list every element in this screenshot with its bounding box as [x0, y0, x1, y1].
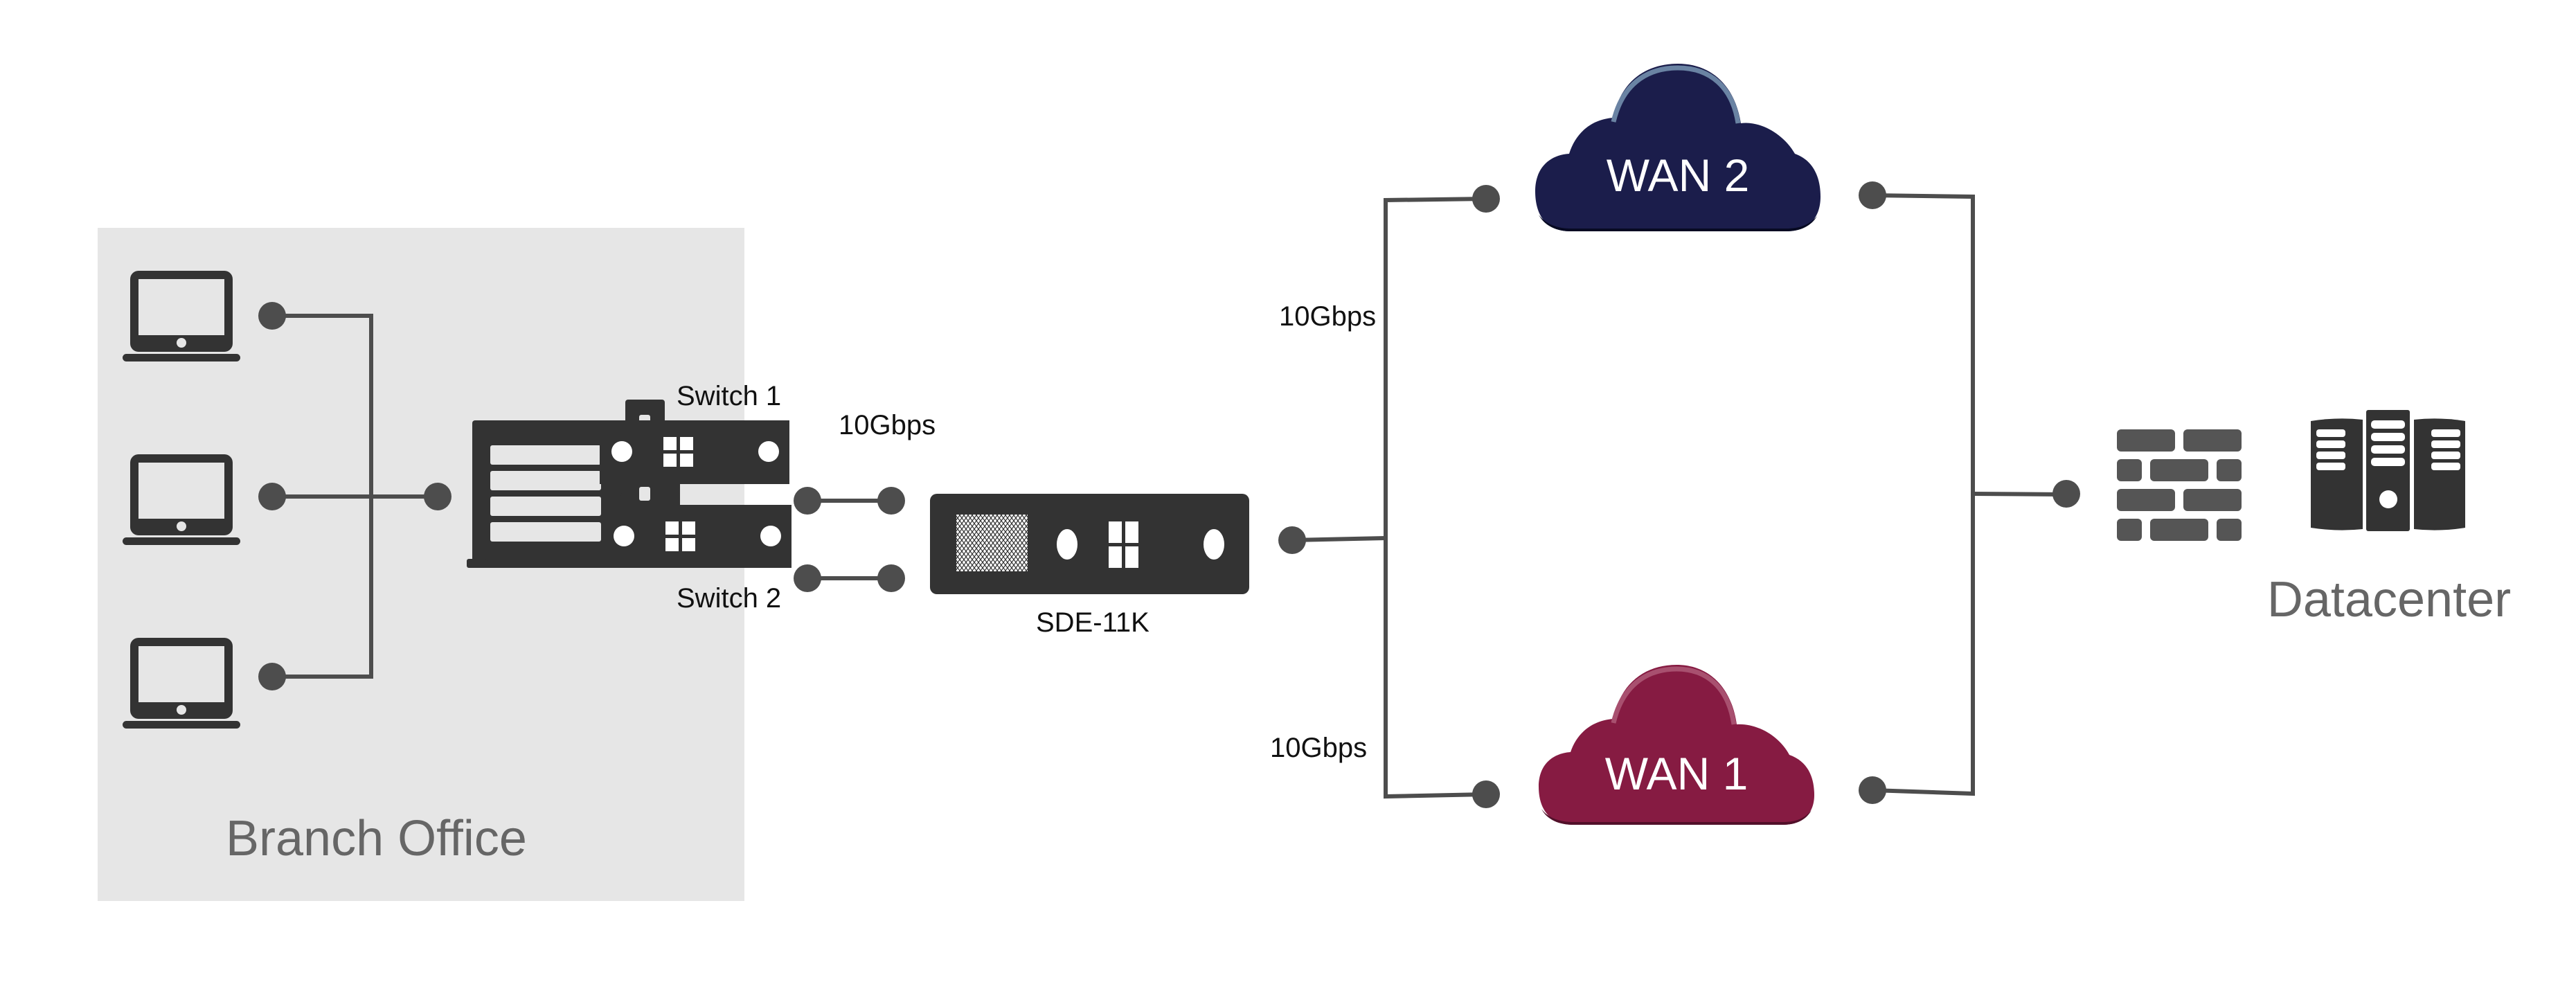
- appliance-label: SDE-11K: [1036, 607, 1150, 638]
- port-node: [258, 663, 286, 690]
- port-node: [1859, 181, 1886, 209]
- cloud-icon: [1539, 665, 1814, 825]
- link-speed-label: 10Gbps: [839, 410, 936, 440]
- laptop-icon[interactable]: [123, 271, 240, 361]
- port-node: [877, 564, 905, 592]
- port-node: [794, 564, 821, 592]
- wan2-label: WAN 2: [1607, 150, 1750, 201]
- switch-2-ports-icon: [665, 521, 695, 551]
- wan1-label: WAN 1: [1605, 748, 1748, 799]
- vent-grille: [956, 515, 1028, 571]
- port-node: [424, 483, 451, 510]
- switch-2-label: Switch 2: [677, 583, 781, 614]
- wan-wiring: 10Gbps 10Gbps: [1270, 181, 2080, 808]
- laptop-icon[interactable]: [123, 454, 240, 545]
- port-node: [1278, 526, 1306, 554]
- cloud-icon: [1535, 64, 1821, 231]
- port-node: [1859, 776, 1886, 804]
- lan-wiring: [258, 302, 451, 690]
- switch-1-ports-icon: [663, 437, 693, 467]
- switch-uplinks: 10Gbps: [794, 410, 936, 592]
- appliance-ports-icon: [1109, 521, 1138, 568]
- switch-1[interactable]: [600, 420, 789, 484]
- switch-stack: Switch 1 Switch 2: [467, 381, 791, 614]
- port-node: [258, 483, 286, 510]
- server-rack-icon[interactable]: [2311, 410, 2465, 531]
- switch-1-label: Switch 1: [677, 381, 781, 411]
- wan1-link-speed-label: 10Gbps: [1270, 733, 1367, 763]
- wan1-cloud[interactable]: WAN 1: [1539, 665, 1814, 825]
- port-node: [1472, 185, 1500, 213]
- laptop-icon[interactable]: [123, 638, 240, 729]
- laptop-group: [123, 271, 240, 729]
- sde-appliance[interactable]: [930, 494, 1249, 594]
- switch-2[interactable]: [602, 505, 791, 568]
- port-node: [2052, 480, 2080, 508]
- datacenter-label: Datacenter: [2267, 572, 2511, 627]
- wan2-link-speed-label: 10Gbps: [1279, 301, 1376, 332]
- wan2-cloud[interactable]: WAN 2: [1535, 64, 1821, 231]
- port-node: [1472, 780, 1500, 808]
- branch-office-label: Branch Office: [226, 811, 527, 866]
- port-node: [794, 487, 821, 515]
- port-node: [258, 302, 286, 330]
- firewall-icon[interactable]: [2117, 429, 2242, 541]
- port-node: [877, 487, 905, 515]
